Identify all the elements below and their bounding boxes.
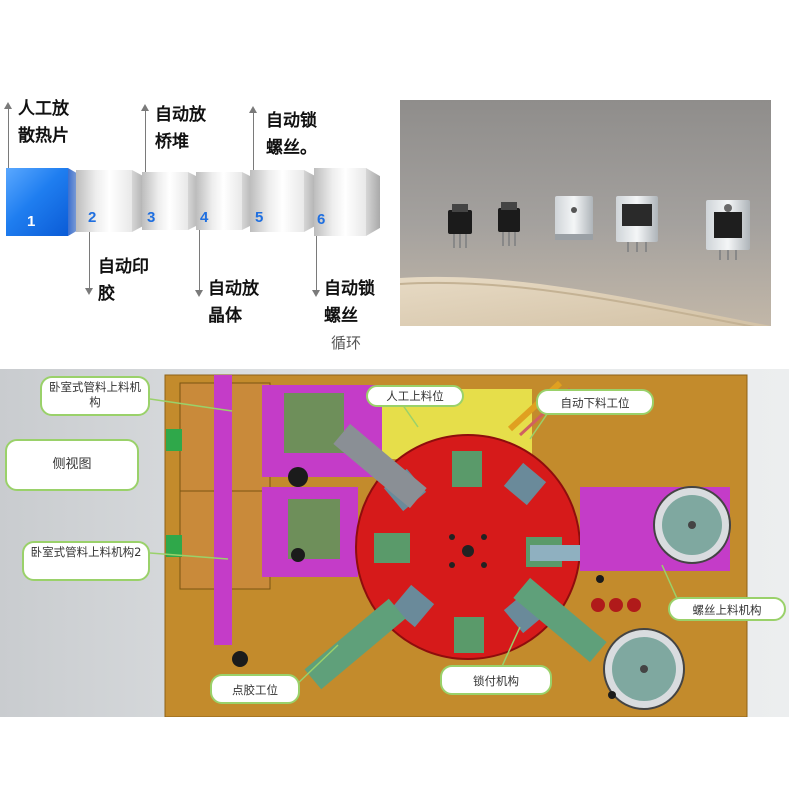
step2-connector bbox=[89, 232, 90, 290]
step3-label: 自动放桥堆 bbox=[155, 105, 206, 152]
heatsink-bare bbox=[555, 196, 593, 240]
step2-number: 2 bbox=[88, 209, 97, 226]
step3-number: 3 bbox=[147, 209, 156, 226]
component-to220-1 bbox=[448, 204, 472, 248]
heatsink-with-component bbox=[616, 196, 658, 252]
step1-number: 1 bbox=[27, 213, 36, 230]
step6-connector bbox=[316, 236, 317, 292]
step4-label: 自动放晶体 bbox=[208, 279, 259, 326]
callout-side-view: 侧视图 bbox=[5, 439, 139, 491]
step4-block bbox=[196, 172, 256, 230]
callout-manual-load: 人工上料位 bbox=[366, 385, 464, 407]
component-to220-2 bbox=[498, 202, 520, 246]
step2-label: 自动印胶 bbox=[98, 257, 149, 304]
step1-label: 人工放散热片 bbox=[18, 99, 69, 146]
callout-lock-mechanism: 锁付机构 bbox=[440, 665, 552, 695]
step5-block bbox=[250, 170, 318, 232]
step5-label: 自动锁螺丝。 bbox=[266, 111, 317, 158]
step3-connector bbox=[145, 110, 146, 172]
up-arrow-icon bbox=[249, 106, 257, 113]
callout-upper-feeder: 卧室式管料上料机构 bbox=[40, 376, 150, 416]
step1-block bbox=[6, 168, 82, 236]
product-photo bbox=[400, 100, 771, 326]
step6-label-loop: 循环 bbox=[331, 334, 362, 352]
up-arrow-icon bbox=[141, 104, 149, 111]
step6-number: 6 bbox=[317, 211, 326, 228]
step4-connector bbox=[199, 230, 200, 292]
machine-cad-view: 卧室式管料上料机构 侧视图 卧室式管料上料机构2 人工上料位 自动下料工位 螺丝… bbox=[0, 369, 789, 717]
heatsink-assembled bbox=[706, 200, 750, 260]
down-arrow-icon bbox=[85, 288, 93, 295]
step6-block bbox=[314, 168, 380, 236]
product-photo-image bbox=[400, 100, 771, 326]
down-arrow-icon bbox=[312, 290, 320, 297]
callout-lower-feeder: 卧室式管料上料机构2 bbox=[22, 541, 150, 581]
step4-number: 4 bbox=[200, 209, 209, 226]
step6-label: 自动锁螺丝 bbox=[324, 279, 375, 326]
step5-connector bbox=[253, 112, 254, 170]
step1-connector bbox=[8, 108, 9, 168]
callout-glue-station: 点胶工位 bbox=[210, 674, 300, 704]
down-arrow-icon bbox=[195, 290, 203, 297]
step5-number: 5 bbox=[255, 209, 264, 226]
step2-block bbox=[76, 170, 146, 232]
callout-auto-unload: 自动下料工位 bbox=[536, 389, 654, 415]
up-arrow-icon bbox=[4, 102, 12, 109]
callout-screw-feeder: 螺丝上料机构 bbox=[668, 597, 786, 621]
